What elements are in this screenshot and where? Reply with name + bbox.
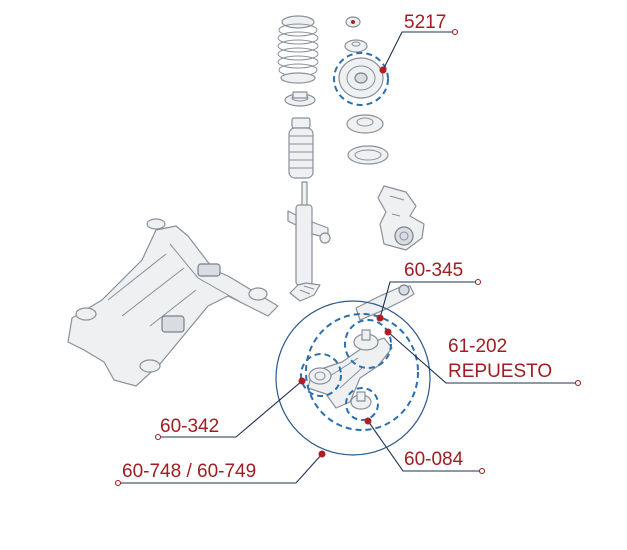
highlight-circle-5217 [333,52,389,106]
steering-knuckle [377,185,425,251]
callout-61-202: 61-202 [448,336,507,357]
leader-60-084 [364,417,486,475]
front-subframe [67,218,279,387]
strut-assembly [287,181,331,302]
leader-60-345 [376,278,482,322]
callout-60-345: 60-345 [404,260,463,281]
callout-60-084: 60-084 [404,449,464,470]
highlight-circle-61-202 [305,313,419,431]
callout-60-748-60-749: 60-748 / 60-749 [122,461,256,482]
callout-60-342: 60-342 [160,416,219,437]
leader-61-202 [384,328,582,387]
dust-boot [288,117,314,179]
leader-60-342 [154,377,306,441]
top-mount-stack [338,16,389,165]
bushing [308,367,332,385]
tie-rod [355,284,415,321]
highlight-circle-60-342 [300,353,342,397]
callout-5217: 5217 [404,12,446,33]
highlight-circle-60-748 [275,300,431,456]
ball-joint-lower [350,391,372,410]
highlight-circle-60-084 [345,387,379,421]
leader-60-748 [114,450,326,487]
spring-seat [284,91,316,107]
ball-joint-upper [353,329,379,351]
highlight-circle-60-345 [344,319,392,369]
leader-5217 [379,28,459,74]
coil-spring [277,15,319,84]
callout-61-202-repuesto: REPUESTO [448,361,552,382]
